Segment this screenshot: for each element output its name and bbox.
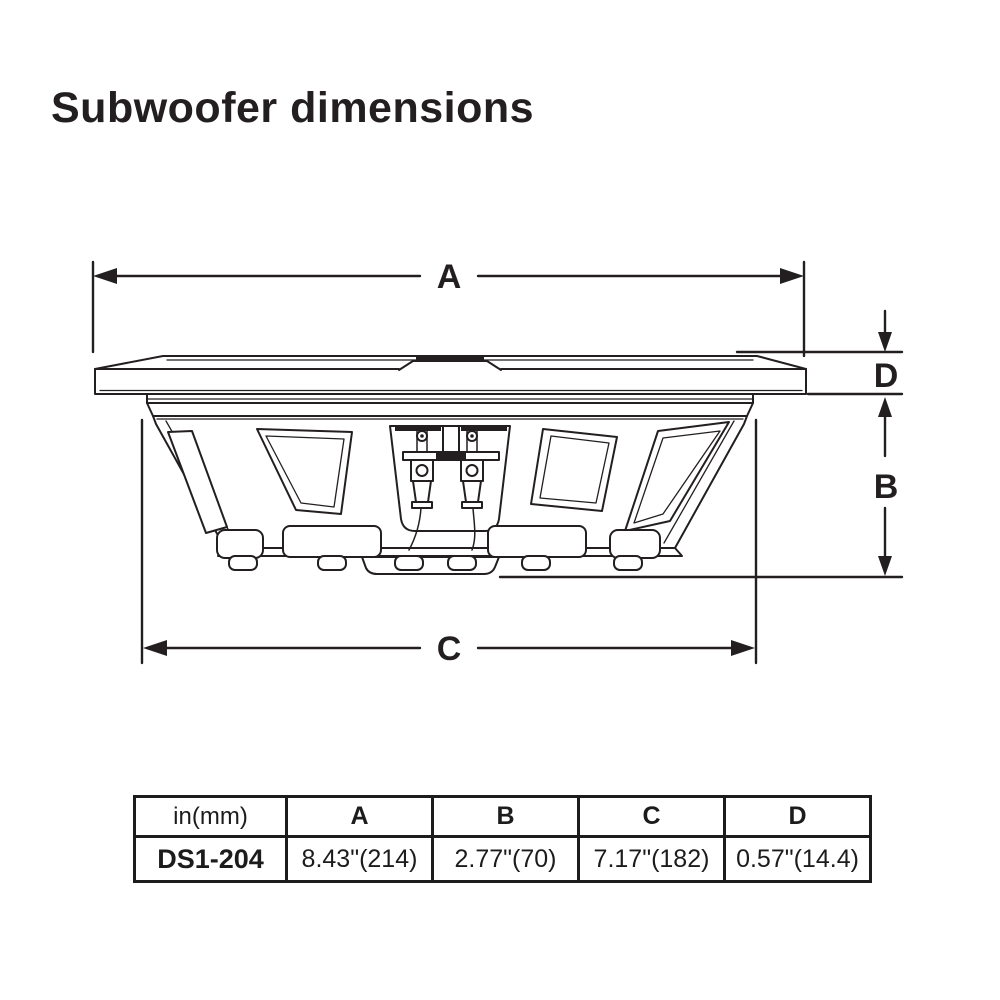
dimension-b (498, 397, 904, 579)
col-header-d: D (723, 795, 872, 838)
table-row: DS1-204 8.43"(214) 2.77"(70) 7.17"(182) … (133, 835, 872, 883)
dimension-c (140, 418, 758, 665)
col-header-c: C (577, 795, 726, 838)
dim-label-c: C (437, 630, 462, 668)
dimension-a (91, 260, 806, 358)
dimensions-table: in(mm) A B C D DS1-204 8.43"(214) 2.77"(… (133, 795, 872, 883)
value-c-cell: 7.17"(182) (577, 835, 726, 883)
value-a-cell: 8.43"(214) (285, 835, 434, 883)
gasket-band (146, 393, 754, 420)
dimension-d (735, 309, 904, 396)
dim-label-a: A (437, 258, 462, 296)
value-d-cell: 0.57"(14.4) (723, 835, 872, 883)
unit-header-cell: in(mm) (133, 795, 288, 838)
model-cell: DS1-204 (133, 835, 288, 883)
flange-center-tab (416, 356, 484, 361)
col-header-a: A (285, 795, 434, 838)
value-b-cell: 2.77"(70) (431, 835, 580, 883)
col-header-b: B (431, 795, 580, 838)
dim-label-d: D (874, 357, 899, 395)
table-header-row: in(mm) A B C D (133, 795, 872, 838)
page-title: Subwoofer dimensions (51, 84, 535, 132)
basket-feet (216, 525, 661, 575)
dim-label-b: B (874, 468, 899, 506)
terminal-posts (395, 425, 507, 551)
flange-top-view (94, 355, 807, 395)
